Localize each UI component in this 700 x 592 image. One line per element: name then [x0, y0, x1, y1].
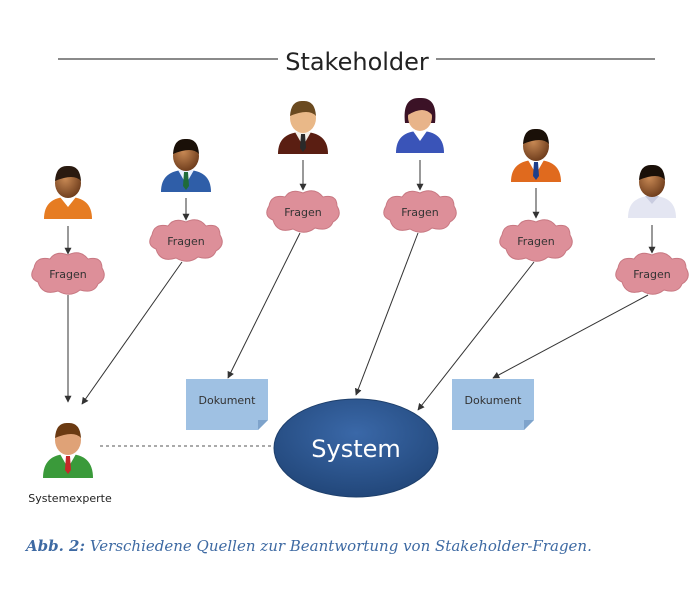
- person-icon: [161, 138, 211, 192]
- question-cloud: Fragen: [383, 190, 457, 233]
- question-cloud: Fragen: [615, 252, 689, 295]
- arrow: [492, 294, 649, 379]
- person-icon: [396, 97, 444, 153]
- person-icon: [278, 100, 328, 154]
- caption-text: Verschiedene Quellen zur Beantwortung vo…: [89, 537, 592, 555]
- person-icon: [511, 128, 561, 182]
- question-cloud: Fragen: [499, 219, 573, 262]
- caption-prefix: Abb. 2:: [26, 537, 86, 555]
- arrow: [81, 261, 183, 405]
- arrow: [354, 232, 419, 396]
- document-note: Dokument: [452, 379, 534, 430]
- system-expert-label: Systemexperte: [28, 492, 112, 505]
- figure-caption: Abb. 2: Verschiedene Quellen zur Beantwo…: [26, 537, 592, 555]
- svg-text:Fragen: Fragen: [284, 206, 322, 219]
- svg-text:Fragen: Fragen: [401, 206, 439, 219]
- system-expert-person-icon: [43, 422, 93, 478]
- question-cloud: Fragen: [31, 252, 105, 295]
- question-cloud: Fragen: [149, 219, 223, 262]
- svg-text:Fragen: Fragen: [167, 235, 205, 248]
- person-icon: [44, 165, 92, 219]
- system-ellipse: System: [273, 398, 439, 498]
- system-label: System: [311, 435, 401, 463]
- arrow: [227, 232, 301, 379]
- arrow: [417, 261, 535, 411]
- svg-text:Fragen: Fragen: [49, 268, 87, 281]
- svg-text:Dokument: Dokument: [199, 394, 257, 407]
- svg-text:Dokument: Dokument: [465, 394, 523, 407]
- diagram-title: Stakeholder: [285, 48, 429, 76]
- person-icon: [628, 164, 676, 218]
- svg-text:Fragen: Fragen: [633, 268, 671, 281]
- svg-text:Fragen: Fragen: [517, 235, 555, 248]
- question-cloud: Fragen: [266, 190, 340, 233]
- document-note: Dokument: [186, 379, 268, 430]
